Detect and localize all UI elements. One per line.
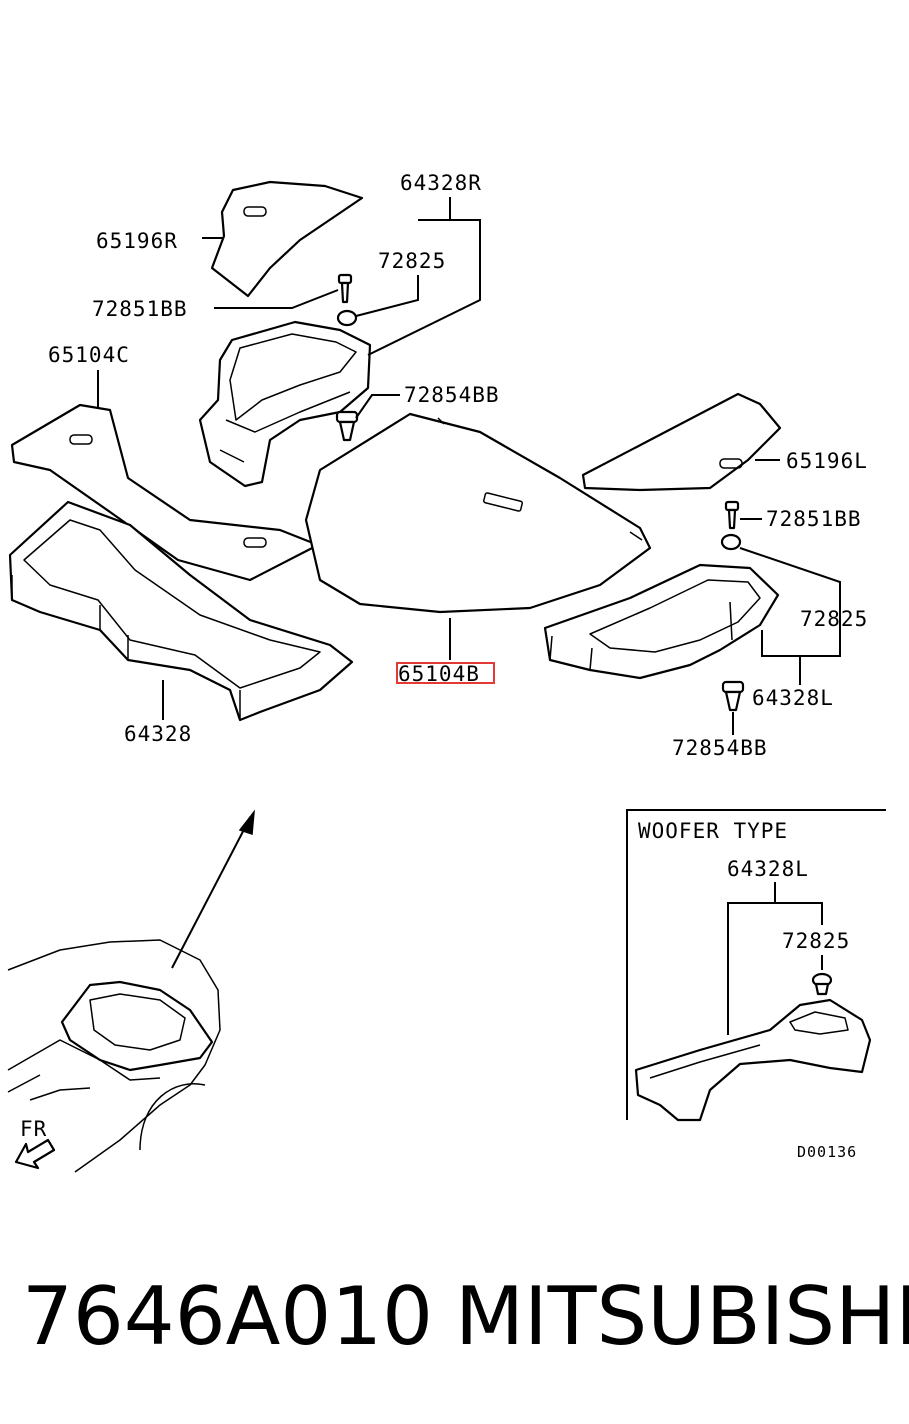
tray-rib (219, 391, 351, 463)
inset-label-72825: 72825 (782, 929, 850, 953)
label-65104B[interactable]: 65104B (398, 662, 480, 686)
inset-title: WOOFER TYPE (638, 819, 788, 843)
trim-panel-65196L[interactable] (581, 392, 782, 492)
inset-clip-72825[interactable] (811, 972, 833, 996)
panel-slot (243, 537, 267, 548)
label-64328: 64328 (124, 722, 192, 746)
clip-72854BB-right[interactable] (721, 680, 745, 712)
tray-rib (11, 575, 241, 720)
label-72854BB-top: 72854BB (404, 383, 500, 407)
side-tray-64328[interactable] (8, 500, 354, 722)
side-tray-64328R[interactable] (198, 320, 372, 488)
inset-tray-inner (649, 1011, 849, 1079)
clip-72825-top[interactable] (336, 309, 358, 327)
board-handle-slot (483, 492, 523, 512)
leader-72825-top (355, 275, 419, 317)
label-72851BB-right: 72851BB (766, 507, 862, 531)
inset-label-64328L: 64328L (727, 857, 809, 881)
brand-name: MITSUBISHI (455, 1270, 909, 1363)
tray-inner-edge (23, 519, 321, 689)
inset-leader (727, 882, 823, 1035)
clip-72854BB-top[interactable] (335, 410, 359, 442)
screw-72851BB-top[interactable] (337, 273, 353, 304)
label-fr: FR (20, 1117, 47, 1141)
label-72854BB-right: 72854BB (672, 736, 768, 760)
label-72825-top: 72825 (378, 249, 446, 273)
trunk-tray-inner (89, 993, 186, 1051)
clip-72825-right[interactable] (720, 533, 742, 551)
floor-board-65104B[interactable] (304, 412, 652, 614)
tray-rib (549, 601, 733, 671)
leader-72854BB-top (355, 394, 400, 419)
panel-slot (243, 206, 267, 217)
label-65196R: 65196R (96, 229, 178, 253)
board-notch (437, 417, 643, 541)
vehicle-trunk-tray[interactable] (60, 980, 214, 1072)
screw-72851BB-right[interactable] (724, 500, 740, 530)
leader-64328L (761, 630, 801, 685)
leader-72851BB-top (214, 289, 339, 309)
tray-inner-edge (589, 579, 761, 653)
trim-panel-65196R[interactable] (210, 180, 364, 298)
label-72851BB-top: 72851BB (92, 297, 188, 321)
tray-inner-edge (229, 333, 357, 421)
leader-72825-right (739, 547, 841, 657)
label-65104C: 65104C (48, 343, 130, 367)
vehicle-outline (7, 939, 221, 1173)
footer-caption: 7646A010 MITSUBISHI (0, 1262, 909, 1372)
part-number: 7646A010 (22, 1270, 434, 1363)
panel-slot (719, 458, 743, 469)
location-arrow (171, 817, 251, 969)
label-64328R: 64328R (400, 171, 482, 195)
inset-frame (626, 809, 886, 1120)
inset-side-tray-64328L[interactable] (634, 998, 872, 1122)
figure-code: D00136 (797, 1143, 857, 1161)
label-72825-right: 72825 (800, 607, 868, 631)
label-64328L: 64328L (752, 686, 834, 710)
side-tray-64328L[interactable] (543, 563, 780, 680)
location-arrow-head (238, 809, 255, 836)
leader-64328R (367, 197, 481, 356)
vehicle-wheel-arch (7, 1074, 206, 1151)
label-65196L: 65196L (786, 449, 868, 473)
highlight-box-65104B (396, 662, 495, 684)
panel-slot (69, 434, 93, 445)
front-direction-arrow (14, 1138, 56, 1170)
